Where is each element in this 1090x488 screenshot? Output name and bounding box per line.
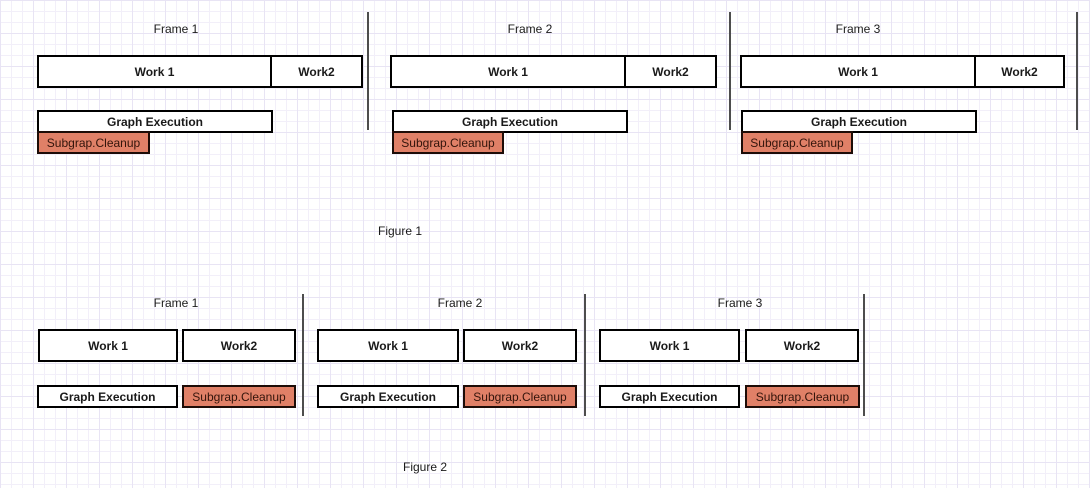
subgraph-cleanup-box: Subgrap.Cleanup	[745, 385, 860, 408]
work1-box: Work 1	[740, 55, 976, 88]
frame-divider	[584, 294, 586, 416]
subgraph-cleanup-box: Subgrap.Cleanup	[37, 131, 150, 154]
work1-box: Work 1	[390, 55, 626, 88]
subgraph-cleanup-box: Subgrap.Cleanup	[741, 131, 853, 154]
frame-label: Frame 3	[835, 22, 881, 36]
figure-caption: Figure 1	[377, 224, 423, 238]
graph-execution-box: Graph Execution	[37, 385, 178, 408]
frame-label: Frame 1	[153, 296, 199, 310]
subgraph-cleanup-box: Subgrap.Cleanup	[182, 385, 296, 408]
graph-execution-box: Graph Execution	[392, 110, 628, 133]
frame-label: Frame 2	[507, 22, 553, 36]
subgraph-cleanup-box: Subgrap.Cleanup	[392, 131, 504, 154]
graph-execution-box: Graph Execution	[741, 110, 977, 133]
work1-box: Work 1	[38, 329, 178, 362]
frame-label: Frame 1	[153, 22, 199, 36]
frame-divider	[367, 12, 369, 130]
work2-box: Work2	[624, 55, 717, 88]
graph-execution-box: Graph Execution	[599, 385, 740, 408]
work2-box: Work2	[270, 55, 363, 88]
work2-box: Work2	[974, 55, 1065, 88]
frame-label: Frame 3	[717, 296, 763, 310]
work1-box: Work 1	[37, 55, 272, 88]
work2-box: Work2	[463, 329, 577, 362]
subgraph-cleanup-box: Subgrap.Cleanup	[463, 385, 577, 408]
frame-divider	[1076, 12, 1078, 130]
frame-label: Frame 2	[437, 296, 483, 310]
graph-execution-box: Graph Execution	[37, 110, 273, 133]
work2-box: Work2	[745, 329, 859, 362]
frame-divider	[863, 294, 865, 416]
work1-box: Work 1	[317, 329, 459, 362]
frame-divider	[302, 294, 304, 416]
figure-caption: Figure 2	[402, 460, 448, 474]
graph-execution-box: Graph Execution	[317, 385, 459, 408]
work2-box: Work2	[182, 329, 296, 362]
work1-box: Work 1	[599, 329, 740, 362]
frame-divider	[729, 12, 731, 130]
